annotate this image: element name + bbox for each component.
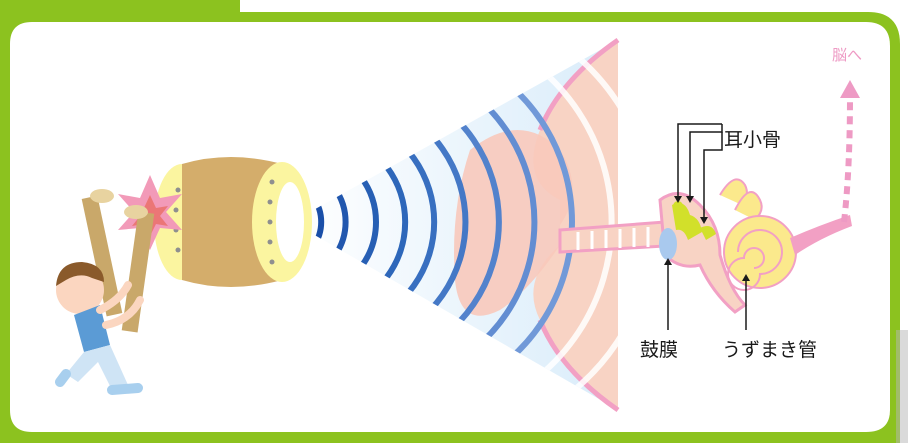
eardrum-shape [659, 228, 677, 260]
label-eardrum: 鼓膜 [640, 339, 678, 361]
label-to-brain: 脳へ [832, 46, 862, 64]
label-cochlea: うずまき管 [722, 339, 817, 361]
drum [154, 157, 312, 287]
label-ossicles: 耳小骨 [724, 129, 781, 151]
